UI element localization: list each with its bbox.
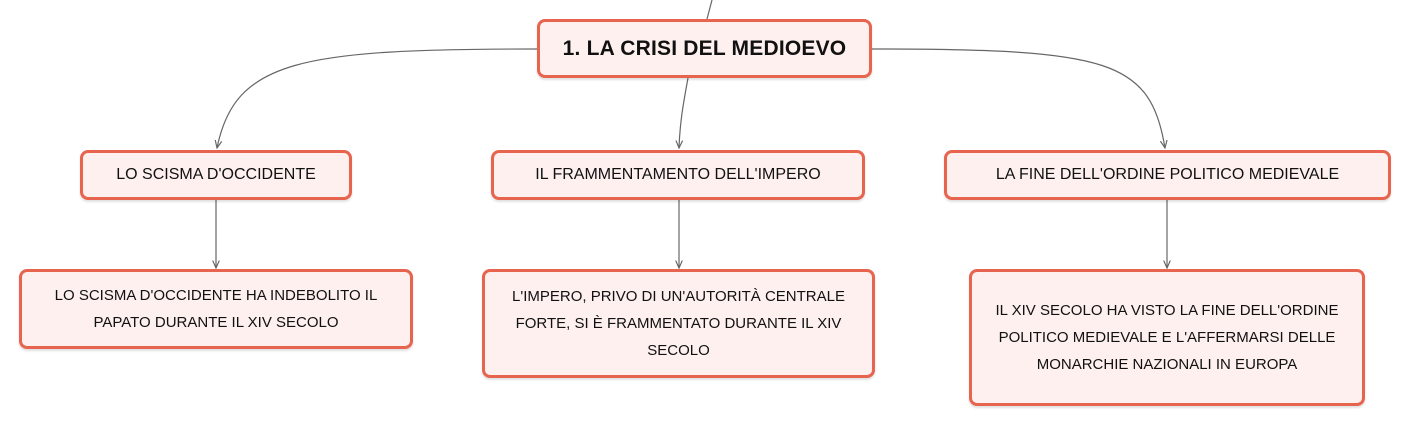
connector-root-branch-2 xyxy=(679,77,689,148)
branch-topic-3-label: LA FINE DELL'ORDINE POLITICO MEDIEVALE xyxy=(995,166,1340,183)
detail-topic-3[interactable]: IL XIV SECOLO HA VISTO LA FINE DELL'ORDI… xyxy=(969,269,1365,406)
connector-root-branch-1 xyxy=(217,48,538,148)
root-topic-label: 1. LA CRISI DEL MEDIOEVO xyxy=(562,36,847,60)
root-topic[interactable]: 1. LA CRISI DEL MEDIOEVO xyxy=(537,19,872,78)
detail-topic-2[interactable]: L'IMPERO, PRIVO DI UN'AUTORITÀ CENTRALE … xyxy=(482,269,875,378)
incoming-connector xyxy=(706,0,713,20)
detail-topic-3-text: IL XIV SECOLO HA VISTO LA FINE DELL'ORDI… xyxy=(995,302,1339,373)
branch-topic-1[interactable]: LO SCISMA D'OCCIDENTE xyxy=(80,150,352,200)
branch-topic-2[interactable]: IL FRAMMENTAMENTO DELL'IMPERO xyxy=(491,150,865,200)
detail-topic-1[interactable]: LO SCISMA D'OCCIDENTE HA INDEBOLITO IL P… xyxy=(19,269,413,349)
detail-topic-2-text: L'IMPERO, PRIVO DI UN'AUTORITÀ CENTRALE … xyxy=(511,288,845,359)
branch-topic-2-label: IL FRAMMENTAMENTO DELL'IMPERO xyxy=(535,166,821,183)
connector-root-branch-3 xyxy=(871,48,1165,148)
branch-topic-1-label: LO SCISMA D'OCCIDENTE xyxy=(116,166,316,183)
branch-topic-3[interactable]: LA FINE DELL'ORDINE POLITICO MEDIEVALE xyxy=(944,150,1391,200)
detail-topic-1-text: LO SCISMA D'OCCIDENTE HA INDEBOLITO IL P… xyxy=(54,287,378,331)
